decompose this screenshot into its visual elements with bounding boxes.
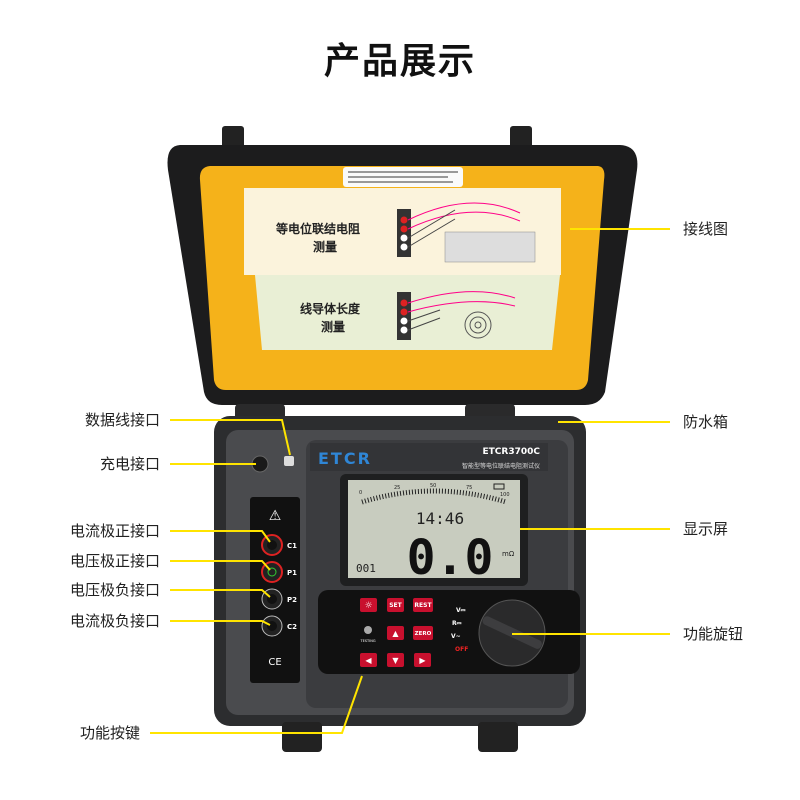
wiring-diagram-bottom bbox=[397, 291, 516, 340]
lcd-unit: mΩ bbox=[502, 550, 515, 558]
page-title: 产品展示 bbox=[323, 41, 476, 82]
wiring-diagram-top bbox=[397, 202, 536, 263]
terminal-label: P2 bbox=[287, 596, 297, 604]
knob-position: R⎓ bbox=[452, 620, 462, 627]
callout-waterproof-case: 防水箱 bbox=[683, 413, 729, 431]
callout-data-port: 数据线接口 bbox=[84, 411, 160, 429]
terminal-label: C2 bbox=[287, 623, 297, 631]
lcd-scale-tick: 75 bbox=[466, 485, 472, 491]
knob-position: V⎓ bbox=[456, 607, 466, 614]
callout-function-knob: 功能旋钮 bbox=[683, 625, 744, 643]
callout-charging-port: 充电接口 bbox=[99, 455, 160, 473]
lid-handle bbox=[222, 126, 244, 148]
lcd-time: 14:46 bbox=[416, 509, 464, 528]
warning-icon: ⚠ bbox=[269, 508, 282, 524]
up-button[interactable]: ▲ bbox=[387, 626, 404, 640]
left-button[interactable]: ◀ bbox=[360, 653, 377, 667]
svg-text:◀: ◀ bbox=[365, 656, 372, 665]
diagram-bottom-caption: 线导体长度 bbox=[300, 301, 361, 316]
svg-text:☼: ☼ bbox=[364, 601, 372, 611]
diagram-top-caption-line2: 测量 bbox=[313, 239, 337, 254]
terminal-c2[interactable] bbox=[261, 615, 283, 637]
diagram-top-caption: 等电位联结电阻 bbox=[275, 221, 360, 236]
usb-port bbox=[284, 456, 294, 466]
svg-text:ZERO: ZERO bbox=[415, 631, 432, 637]
lcd-scale-tick: 25 bbox=[394, 485, 400, 491]
knob-position: V~ bbox=[451, 633, 461, 640]
rest-button[interactable]: REST bbox=[413, 598, 433, 612]
set-button[interactable]: SET bbox=[387, 598, 404, 612]
callout-function-keys: 功能按键 bbox=[79, 724, 140, 742]
svg-text:▶: ▶ bbox=[419, 656, 426, 665]
right-button[interactable]: ▶ bbox=[414, 653, 431, 667]
diagram-bottom-caption-line2: 测量 bbox=[321, 319, 345, 334]
lcd-index: 001 bbox=[356, 562, 376, 575]
backlight-button[interactable]: ☼ bbox=[360, 598, 377, 612]
lid-handle bbox=[510, 126, 532, 148]
battery-icon bbox=[493, 483, 505, 490]
svg-text:▼: ▼ bbox=[392, 656, 399, 665]
lcd-scale-tick: 50 bbox=[430, 483, 436, 489]
knob-position: OFF bbox=[455, 646, 468, 653]
callout-voltage-negative: 电压极负接口 bbox=[69, 581, 160, 599]
lcd-reading: 0.0 bbox=[407, 530, 494, 586]
down-button[interactable]: ▼ bbox=[387, 653, 404, 667]
model-subtitle: 智能型等电位联结电阻测试仪 bbox=[462, 462, 540, 470]
terminal-label: C1 bbox=[287, 542, 297, 550]
callout-current-positive: 电流极正接口 bbox=[69, 522, 160, 540]
model-name: ETCR3700C bbox=[483, 447, 541, 457]
svg-text:▲: ▲ bbox=[392, 629, 399, 638]
callout-current-negative: 电流极负接口 bbox=[69, 612, 160, 630]
testing-indicator bbox=[364, 626, 372, 634]
svg-text:REST: REST bbox=[414, 602, 432, 609]
terminal-label: P1 bbox=[287, 569, 297, 577]
testing-label: TESTING bbox=[359, 639, 375, 643]
zero-button[interactable]: ZERO bbox=[413, 626, 433, 640]
callout-wiring-diagram: 接线图 bbox=[683, 220, 729, 238]
header-strip bbox=[310, 443, 548, 471]
callout-voltage-positive: 电压极正接口 bbox=[69, 552, 160, 570]
brand-logo: ETCR bbox=[318, 449, 372, 468]
ce-mark: CE bbox=[268, 657, 281, 668]
callout-lines bbox=[150, 228, 670, 734]
terminal-c1[interactable] bbox=[261, 534, 283, 556]
callout-display: 显示屏 bbox=[683, 520, 729, 538]
lcd-scale-tick: 100 bbox=[500, 492, 510, 498]
lcd-scale-tick: 0 bbox=[359, 490, 362, 496]
svg-text:SET: SET bbox=[389, 602, 402, 609]
